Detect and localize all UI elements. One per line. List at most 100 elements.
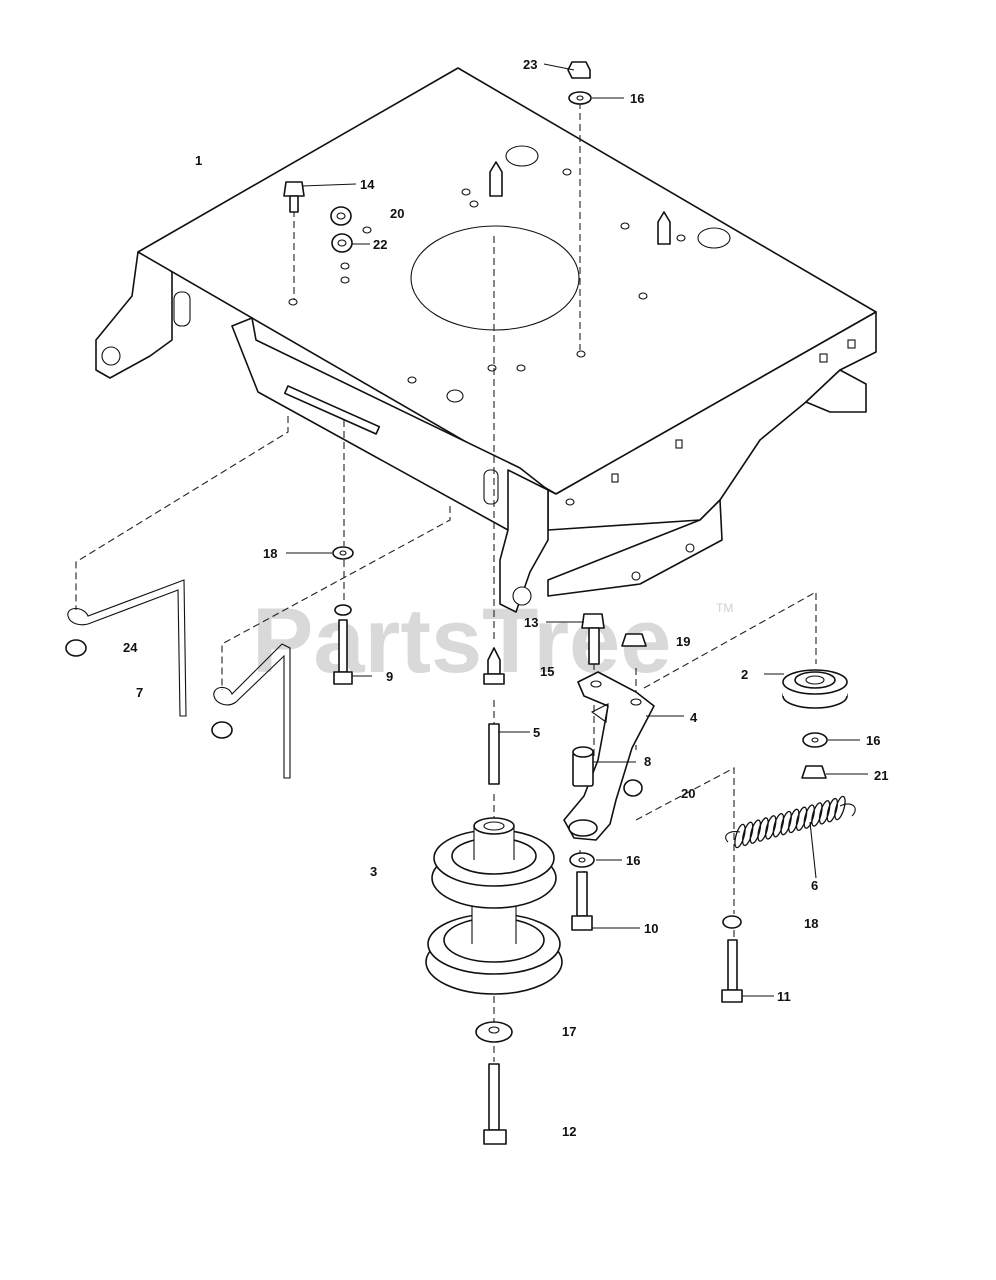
bolt-9-shank [338, 619, 348, 673]
callout-24: 24 [123, 640, 138, 655]
spring-coil [757, 817, 769, 842]
top-hole [697, 227, 731, 249]
spring-coil [818, 800, 831, 825]
bolt-14 [283, 181, 305, 197]
callout-7: 7 [136, 685, 143, 700]
top-hole-small [407, 376, 417, 384]
front-slot [483, 469, 499, 505]
top-hole-small [487, 364, 497, 372]
front-right-bracket [499, 469, 549, 613]
callout-21: 21 [874, 768, 888, 783]
spring-coil [811, 802, 823, 827]
pin-15 [487, 647, 501, 675]
callout-10: 10 [644, 921, 658, 936]
deck-frame-part [95, 67, 877, 613]
bolt-10-head [571, 915, 593, 931]
arm-pivot [568, 819, 598, 837]
lower-right-bracket [547, 499, 723, 597]
top-hole-small [516, 364, 526, 372]
top-hole-small [676, 234, 686, 242]
spring-coil [772, 812, 785, 838]
rod-24-nut [65, 639, 87, 657]
rods [65, 579, 291, 779]
spring-coil [765, 815, 777, 840]
callout-16-top: 16 [630, 91, 644, 106]
top-hole-small [620, 222, 630, 230]
leader-lines [286, 63, 868, 997]
center-opening [410, 225, 580, 331]
top-hole-small [638, 292, 648, 300]
callout-18-left: 18 [263, 546, 277, 561]
rod-7-nut [211, 721, 233, 739]
front-bracket-hole [512, 586, 532, 606]
bolt-11-head [721, 989, 743, 1003]
spring-coil [741, 821, 754, 847]
bracket-hole [101, 346, 121, 366]
bolt-14-shank [289, 195, 299, 213]
idler-pulley-part [782, 669, 848, 709]
spring-coil [749, 819, 762, 844]
callout-3: 3 [370, 864, 377, 879]
side-square-hole [675, 439, 683, 449]
spring-hook-left [725, 831, 741, 843]
callout-19: 19 [676, 634, 690, 649]
top-hole-small [362, 226, 372, 234]
callout-4: 4 [690, 710, 698, 725]
callout-20-top: 20 [390, 206, 404, 221]
callout-23: 23 [523, 57, 537, 72]
callout-1: 1 [195, 153, 202, 168]
bolt-12-head [483, 1129, 507, 1145]
callout-8: 8 [644, 754, 651, 769]
idler-arm [563, 671, 655, 841]
nut-19 [621, 633, 647, 647]
spring-coil [834, 795, 846, 821]
bolt-13-head [581, 613, 605, 629]
top-hole-small [562, 168, 572, 176]
callout-16-arm: 16 [626, 853, 640, 868]
callout-2: 2 [741, 667, 748, 682]
callout-labels: 1 2 3 4 5 6 7 8 9 10 11 12 13 14 15 16 1… [123, 57, 888, 1139]
top-hole [505, 145, 539, 167]
nut-20b [623, 779, 643, 797]
side-square-hole [611, 473, 619, 483]
spring-6 [734, 795, 846, 849]
weld-nut [446, 389, 464, 403]
spring-hook-right [839, 803, 856, 817]
side-square-hole [819, 353, 828, 363]
callout-11: 11 [777, 989, 791, 1004]
idler-arm-part [563, 671, 655, 841]
bracket-small-hole [685, 543, 695, 553]
callout-20-arm: 20 [681, 786, 695, 801]
bolt-10-shank [576, 871, 588, 917]
callout-13: 13 [524, 615, 538, 630]
side-square-hole [847, 339, 856, 349]
rear-channel [805, 369, 867, 413]
callout-17: 17 [562, 1024, 576, 1039]
bolt-9-head [333, 671, 353, 685]
spring-coil [788, 808, 800, 834]
drive-pulley-part [425, 817, 563, 995]
spring-coil [780, 810, 792, 836]
bracket-slot [173, 291, 191, 327]
callout-16-right: 16 [866, 733, 880, 748]
bracket-small-hole [631, 571, 641, 581]
top-hole-small [288, 298, 298, 306]
hardware [283, 61, 828, 1145]
callout-6: 6 [811, 878, 818, 893]
callout-5: 5 [533, 725, 540, 740]
side-hole [565, 498, 575, 506]
spring-coil [734, 823, 746, 849]
key-5 [488, 723, 500, 785]
spring-coil [803, 804, 815, 829]
bolt-13-shank [588, 627, 600, 665]
callout-18-right: 18 [804, 916, 818, 931]
nut-23 [567, 61, 591, 79]
spring-part [725, 795, 856, 849]
bolt-11-shank [727, 939, 738, 991]
spring-coil [795, 806, 808, 832]
watermark-trademark: TM [716, 601, 733, 615]
locating-pin [489, 161, 503, 197]
locating-pin [657, 211, 671, 245]
top-hole-small [469, 200, 479, 208]
